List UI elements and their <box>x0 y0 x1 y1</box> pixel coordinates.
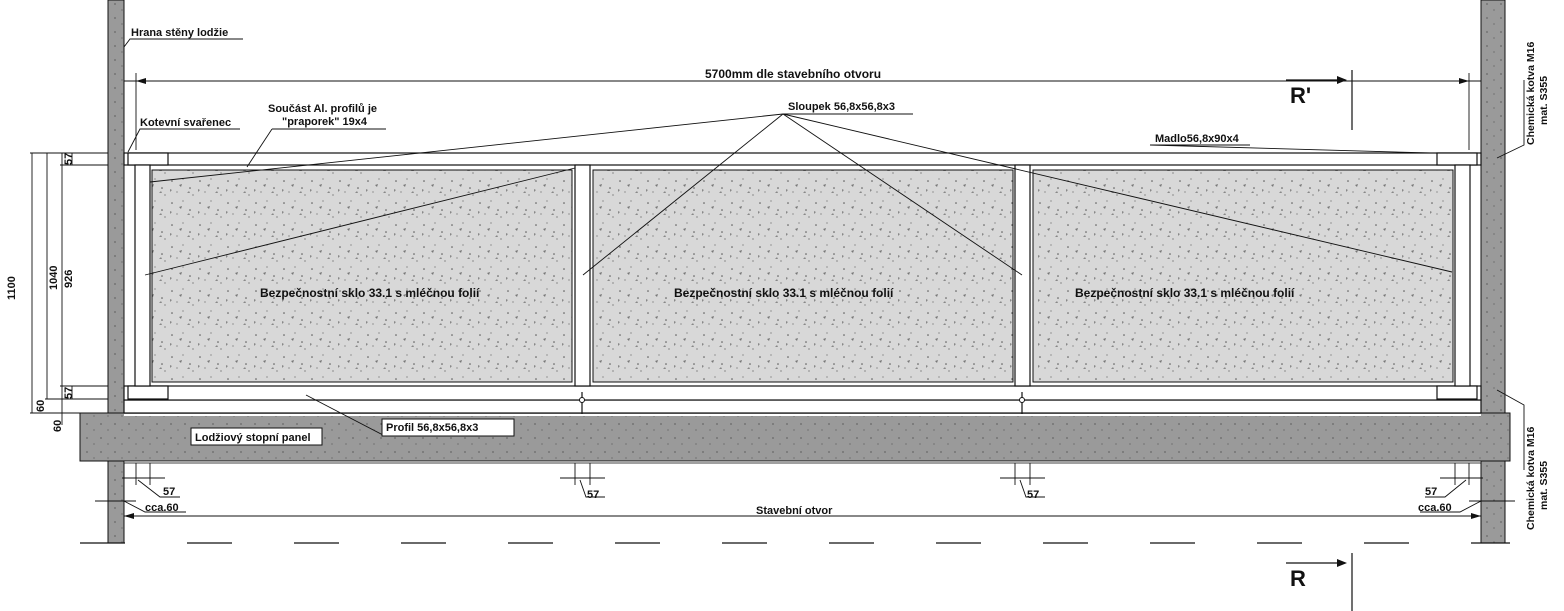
right-wall <box>1480 0 1506 544</box>
dim-post-width-1: 57 <box>163 486 175 498</box>
dim-bottom-rail: 57 <box>63 387 75 399</box>
post-middle-2 <box>1014 164 1031 387</box>
opening-label: Stavební otvor <box>756 505 833 517</box>
floor-slab-gap <box>124 414 1481 416</box>
bottom-dimensions: 57 57 57 57 cca.60 cca.60 Stavební otvor <box>95 463 1515 520</box>
dim-wall-gap-left: cca.60 <box>145 502 179 514</box>
anchor-bolt-2 <box>1019 392 1025 414</box>
handrail-callout: Madlo56,8x90x4 <box>1149 133 1431 154</box>
profile-note-line-2: "praporek" 19x4 <box>282 116 368 128</box>
profile-callout: Profil 56,8x56,8x3 <box>305 394 515 437</box>
floor-panel-label: Lodžiový stopní panel <box>195 432 311 444</box>
anchor-bottom-line-2: mat. S355 <box>1538 461 1550 510</box>
dim-bottom-gap: 60 <box>35 400 47 412</box>
footing-strip <box>123 460 1482 464</box>
profile-label: Profil 56,8x56,8x3 <box>386 422 478 434</box>
anchor-weldment-label: Kotevní svařenec <box>140 117 231 129</box>
post-middle-1 <box>574 164 591 387</box>
post-callout: Sloupek 56,8x56,8x3 <box>144 101 1453 276</box>
anchor-bolt-1 <box>579 392 585 414</box>
anchor-plate-top-left <box>127 152 169 166</box>
handrail-label: Madlo56,8x90x4 <box>1155 133 1240 145</box>
anchor-plate-bottom-left <box>127 385 169 400</box>
dim-glass-zone: 1040 <box>48 266 60 290</box>
wall-edge-leader: Hrana stěny lodžie <box>123 27 243 48</box>
section-top-label: R' <box>1290 83 1311 108</box>
dim-post-width-3: 57 <box>1027 489 1039 501</box>
vertical-dimensions: 1100 1040 926 57 57 60 60 <box>6 152 108 432</box>
overall-width-dimension: 5700mm dle stavebního otvoru <box>124 67 1481 150</box>
anchor-plate-bottom-right <box>1436 385 1478 400</box>
bottom-profile-inner <box>123 385 1482 401</box>
section-marker-bottom: R <box>1286 553 1353 611</box>
anchor-weldment-callout: Kotevní svařenec <box>127 117 240 153</box>
glass-label-3: Bezpečnostní sklo 33.1 s mléčnou folií <box>1075 286 1295 300</box>
post-label: Sloupek 56,8x56,8x3 <box>788 101 895 113</box>
dim-wall-gap-right: cca.60 <box>1418 502 1452 514</box>
profile-note-callout: Součást Al. profilů je "praporek" 19x4 <box>246 103 386 168</box>
section-marker-top: R' <box>1286 70 1353 130</box>
anchor-bottom-line-1: Chemická kotva M16 <box>1525 427 1537 530</box>
anchor-top-line-2: mat. S355 <box>1538 76 1550 125</box>
section-bottom-label: R <box>1290 566 1306 591</box>
dim-panel-offset: 60 <box>52 420 64 432</box>
glass-label-2: Bezpečnostní sklo 33.1 s mléčnou folií <box>674 286 894 300</box>
wall-edge-label: Hrana stěny lodžie <box>131 27 228 39</box>
glass-panel-3 <box>1032 169 1454 383</box>
dim-post-width-2: 57 <box>587 489 599 501</box>
post-left <box>134 164 151 387</box>
profile-note-line-1: Součást Al. profilů je <box>268 103 377 115</box>
handrail <box>123 152 1482 166</box>
dim-post-width-4: 57 <box>1425 486 1437 498</box>
left-wall <box>107 0 125 544</box>
dim-total-height: 1100 <box>6 276 18 300</box>
dim-top-rail: 57 <box>63 153 75 165</box>
floor-panel-callout: Lodžiový stopní panel <box>190 427 323 446</box>
chemical-anchor-callout-top: Chemická kotva M16 mat. S355 <box>1496 42 1550 159</box>
post-right <box>1454 164 1471 387</box>
anchor-plate-top-right <box>1436 152 1478 166</box>
chemical-anchor-callout-bottom: Chemická kotva M16 mat. S355 <box>1496 389 1550 530</box>
dim-glass-height: 926 <box>63 270 75 288</box>
overall-width-label: 5700mm dle stavebního otvoru <box>705 67 881 81</box>
glass-panel-2 <box>592 169 1014 383</box>
glass-panel-1 <box>151 169 573 383</box>
anchor-top-line-1: Chemická kotva M16 <box>1525 42 1537 145</box>
glass-label-1: Bezpečnostní sklo 33.1 s mléčnou folií <box>260 286 480 300</box>
